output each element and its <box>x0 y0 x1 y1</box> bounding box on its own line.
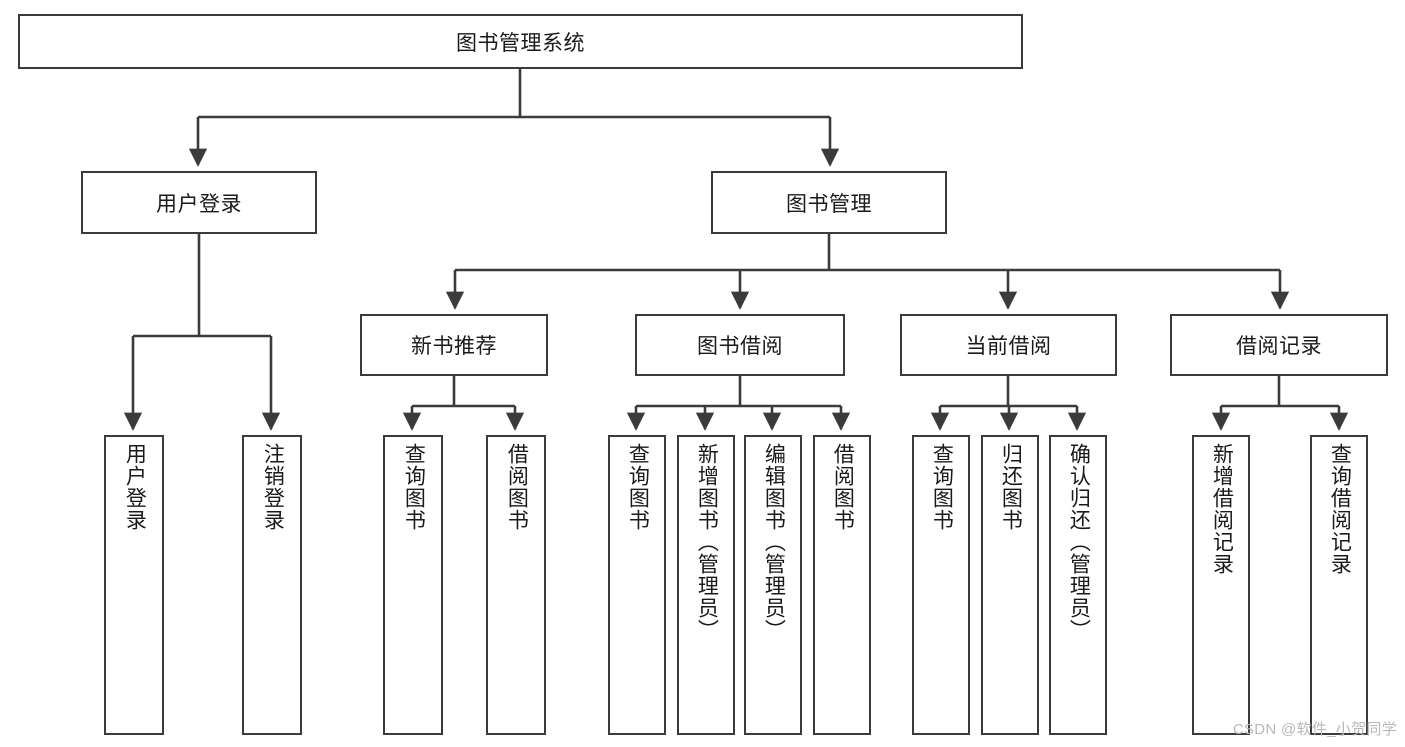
node-book-manage[interactable]: 图书管理 <box>711 171 947 234</box>
node-leaf-edit-book-label: 编辑图书（管理员） <box>762 443 786 641</box>
node-new-book-rec-label: 新书推荐 <box>411 335 497 358</box>
node-leaf-query-book-2[interactable]: 查询图书 <box>608 435 666 735</box>
node-leaf-user-login[interactable]: 用户登录 <box>104 435 164 735</box>
node-leaf-logout-label: 注销登录 <box>261 443 285 531</box>
node-current-borrow-label: 当前借阅 <box>965 335 1052 358</box>
node-leaf-confirm-return[interactable]: 确认归还（管理员） <box>1049 435 1107 735</box>
node-book-manage-label: 图书管理 <box>786 192 872 216</box>
node-leaf-query-record[interactable]: 查询借阅记录 <box>1310 435 1368 735</box>
node-book-borrow-label: 图书借阅 <box>697 335 783 358</box>
node-user-login-label: 用户登录 <box>156 192 242 216</box>
node-leaf-query-book-3-label: 查询图书 <box>930 443 954 531</box>
node-leaf-add-record[interactable]: 新增借阅记录 <box>1192 435 1250 735</box>
node-leaf-query-book-1[interactable]: 查询图书 <box>383 435 443 735</box>
node-borrow-record[interactable]: 借阅记录 <box>1170 314 1388 376</box>
node-leaf-query-book-1-label: 查询图书 <box>402 443 426 531</box>
node-leaf-edit-book[interactable]: 编辑图书（管理员） <box>744 435 802 735</box>
node-leaf-add-record-label: 新增借阅记录 <box>1210 443 1234 575</box>
node-leaf-return-book-label: 归还图书 <box>999 443 1023 531</box>
node-new-book-rec[interactable]: 新书推荐 <box>360 314 548 376</box>
node-root-label: 图书管理系统 <box>456 31 585 55</box>
node-leaf-logout[interactable]: 注销登录 <box>242 435 302 735</box>
node-leaf-add-book[interactable]: 新增图书（管理员） <box>677 435 735 735</box>
node-leaf-borrow-book-2[interactable]: 借阅图书 <box>813 435 871 735</box>
node-leaf-query-book-3[interactable]: 查询图书 <box>912 435 970 735</box>
node-user-login[interactable]: 用户登录 <box>81 171 317 234</box>
node-current-borrow[interactable]: 当前借阅 <box>900 314 1117 376</box>
watermark: CSDN @软件_小贺同学 <box>1232 721 1397 738</box>
node-book-borrow[interactable]: 图书借阅 <box>635 314 845 376</box>
node-leaf-borrow-book-1[interactable]: 借阅图书 <box>486 435 546 735</box>
node-borrow-record-label: 借阅记录 <box>1236 335 1322 358</box>
node-leaf-query-book-2-label: 查询图书 <box>626 443 650 531</box>
node-leaf-add-book-label: 新增图书（管理员） <box>695 443 719 641</box>
node-root[interactable]: 图书管理系统 <box>18 14 1023 69</box>
node-leaf-user-login-label: 用户登录 <box>123 443 147 531</box>
node-leaf-return-book[interactable]: 归还图书 <box>981 435 1039 735</box>
node-leaf-borrow-book-1-label: 借阅图书 <box>505 443 529 531</box>
node-leaf-query-record-label: 查询借阅记录 <box>1328 443 1352 575</box>
node-leaf-confirm-return-label: 确认归还（管理员） <box>1067 443 1091 641</box>
node-leaf-borrow-book-2-label: 借阅图书 <box>831 443 855 531</box>
